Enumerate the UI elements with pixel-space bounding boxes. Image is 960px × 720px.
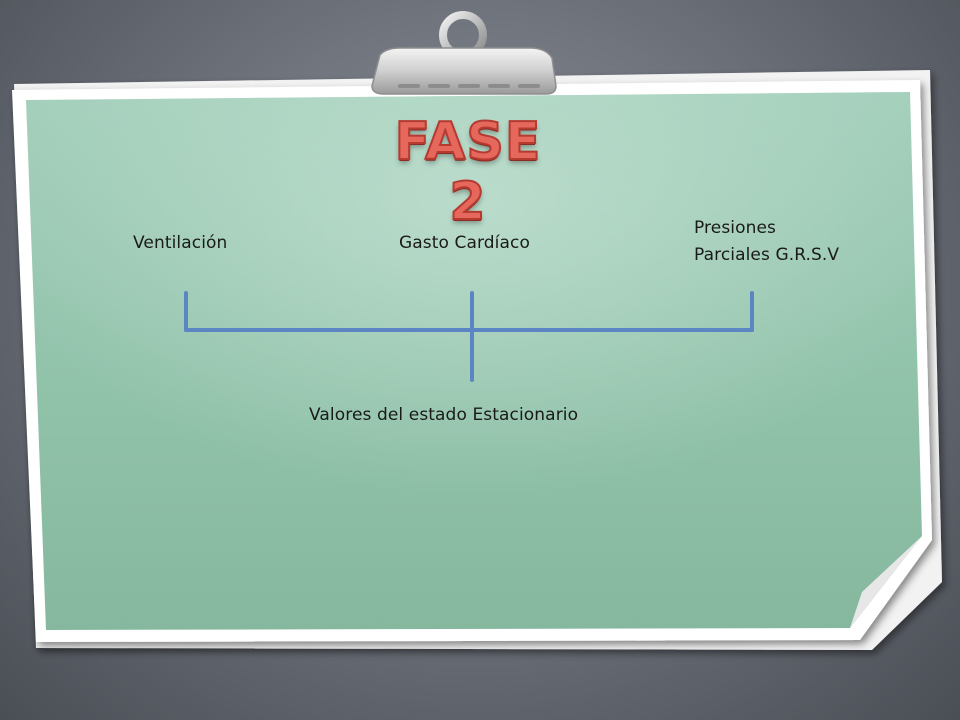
paper-clip (371, 47, 557, 95)
node-result: Valores del estado Estacionario (309, 405, 579, 425)
node-presiones-parciales: Presiones Parciales G.R.S.V (694, 215, 839, 269)
slide-title: FASE 2 (394, 111, 542, 233)
node-gasto-cardiaco: Gasto Cardíaco (399, 233, 530, 253)
node-presiones-line2: Parciales G.R.S.V (694, 245, 840, 265)
node-presiones-line1: Presiones (694, 218, 776, 238)
connector-lines (184, 291, 754, 382)
node-ventilacion: Ventilación (133, 233, 228, 253)
